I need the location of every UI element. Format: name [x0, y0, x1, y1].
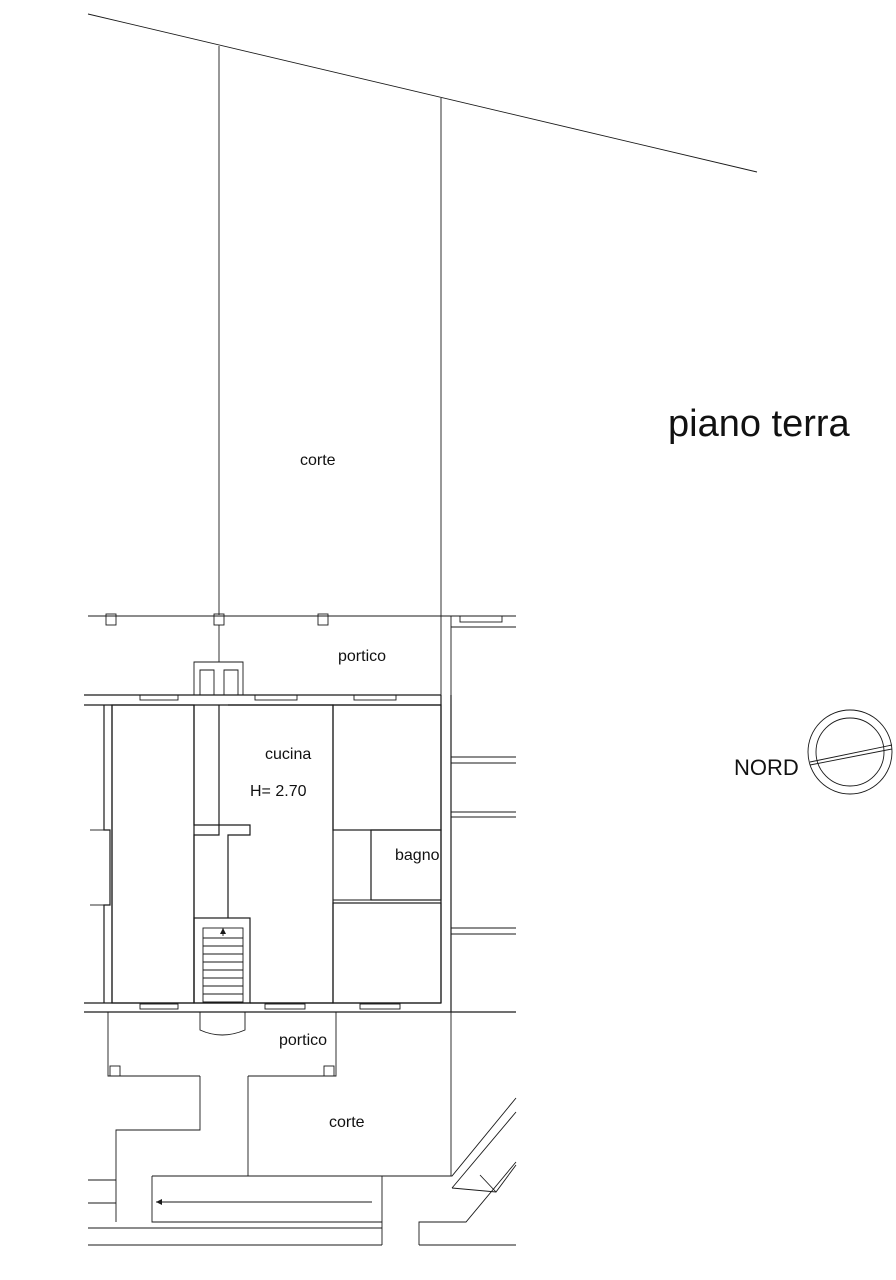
- room-label-corte-top: corte: [300, 452, 336, 469]
- entrance-gate: [88, 1097, 517, 1246]
- room-label-bagno: bagno: [395, 847, 440, 864]
- room-label-corte-bottom: corte: [329, 1114, 365, 1131]
- north-arrow-icon: [807, 709, 893, 795]
- portico-top-structure: [88, 613, 516, 695]
- building-outline: [84, 615, 516, 1013]
- courtyard-boundary: [87, 13, 758, 695]
- room-label-cucina: cucina: [265, 746, 311, 763]
- plan-title: piano terra: [668, 403, 851, 445]
- room-label-portico-bottom: portico: [279, 1032, 327, 1049]
- room-label-portico-top: portico: [338, 648, 386, 665]
- north-label: NORD: [734, 755, 799, 780]
- room-height-label: H= 2.70: [250, 783, 307, 800]
- staircase: [193, 917, 251, 1004]
